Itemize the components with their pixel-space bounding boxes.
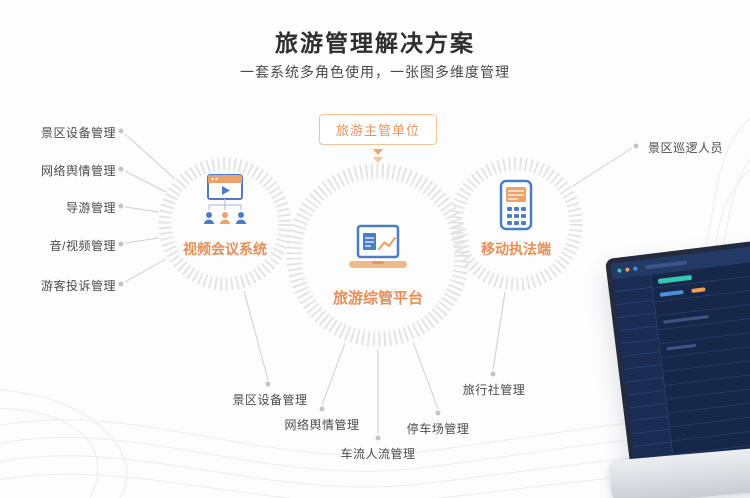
bottom-label-traffic-mgmt: 车流人流管理 bbox=[340, 447, 416, 461]
left-label-opinion-mgmt: 网络舆情管理 bbox=[40, 164, 116, 178]
down-arrows-icon bbox=[373, 147, 383, 165]
dashboard-chart-chip bbox=[666, 343, 697, 351]
dashboard-body bbox=[612, 255, 750, 463]
left-label-guide-mgmt: 导游管理 bbox=[65, 201, 116, 215]
dashboard-chart-chip bbox=[691, 287, 706, 293]
dashboard-title-bar bbox=[645, 260, 688, 270]
dashboard-chart-chip bbox=[657, 274, 693, 284]
top-authority-box: 旅游主管单位 bbox=[318, 114, 438, 145]
status-dot-icon bbox=[625, 267, 630, 272]
status-dot-icon bbox=[633, 266, 638, 271]
arrow-down-icon bbox=[373, 157, 383, 163]
left-label-device-mgmt: 景区设备管理 bbox=[40, 126, 116, 140]
dashboard-screen bbox=[604, 234, 750, 468]
page-title: 旅游管理解决方案 bbox=[275, 30, 475, 56]
video-conference-icon bbox=[204, 174, 246, 224]
left-label-av-mgmt: 音/视频管理 bbox=[49, 239, 116, 253]
circle-label-video-conference: 视频会议系统 bbox=[179, 239, 271, 259]
arrow-down-icon bbox=[373, 149, 383, 155]
right-label-patrol-staff: 景区巡逻人员 bbox=[648, 141, 724, 155]
page-subtitle: 一套系统多角色使用，一张图多维度管理 bbox=[240, 64, 510, 80]
status-dot-icon bbox=[617, 268, 622, 273]
left-label-complaint-mgmt: 游客投诉管理 bbox=[40, 279, 116, 293]
dashboard-chart-chip bbox=[662, 315, 709, 324]
dashboard-chart-chip bbox=[659, 289, 684, 297]
circle-label-mobile: 移动执法端 bbox=[477, 239, 555, 259]
dashboard-laptop bbox=[530, 234, 750, 498]
bottom-label-agency-mgmt: 旅行社管理 bbox=[462, 383, 526, 397]
bottom-label-device-mgmt: 景区设备管理 bbox=[232, 393, 308, 407]
bottom-label-parking-mgmt: 停车场管理 bbox=[406, 422, 470, 436]
mobile-enforcement-icon bbox=[499, 179, 533, 231]
laptop-chart-icon bbox=[349, 224, 407, 268]
circle-label-platform: 旅游综管平台 bbox=[328, 287, 428, 308]
bottom-label-opinion-mgmt: 网络舆情管理 bbox=[284, 418, 360, 432]
